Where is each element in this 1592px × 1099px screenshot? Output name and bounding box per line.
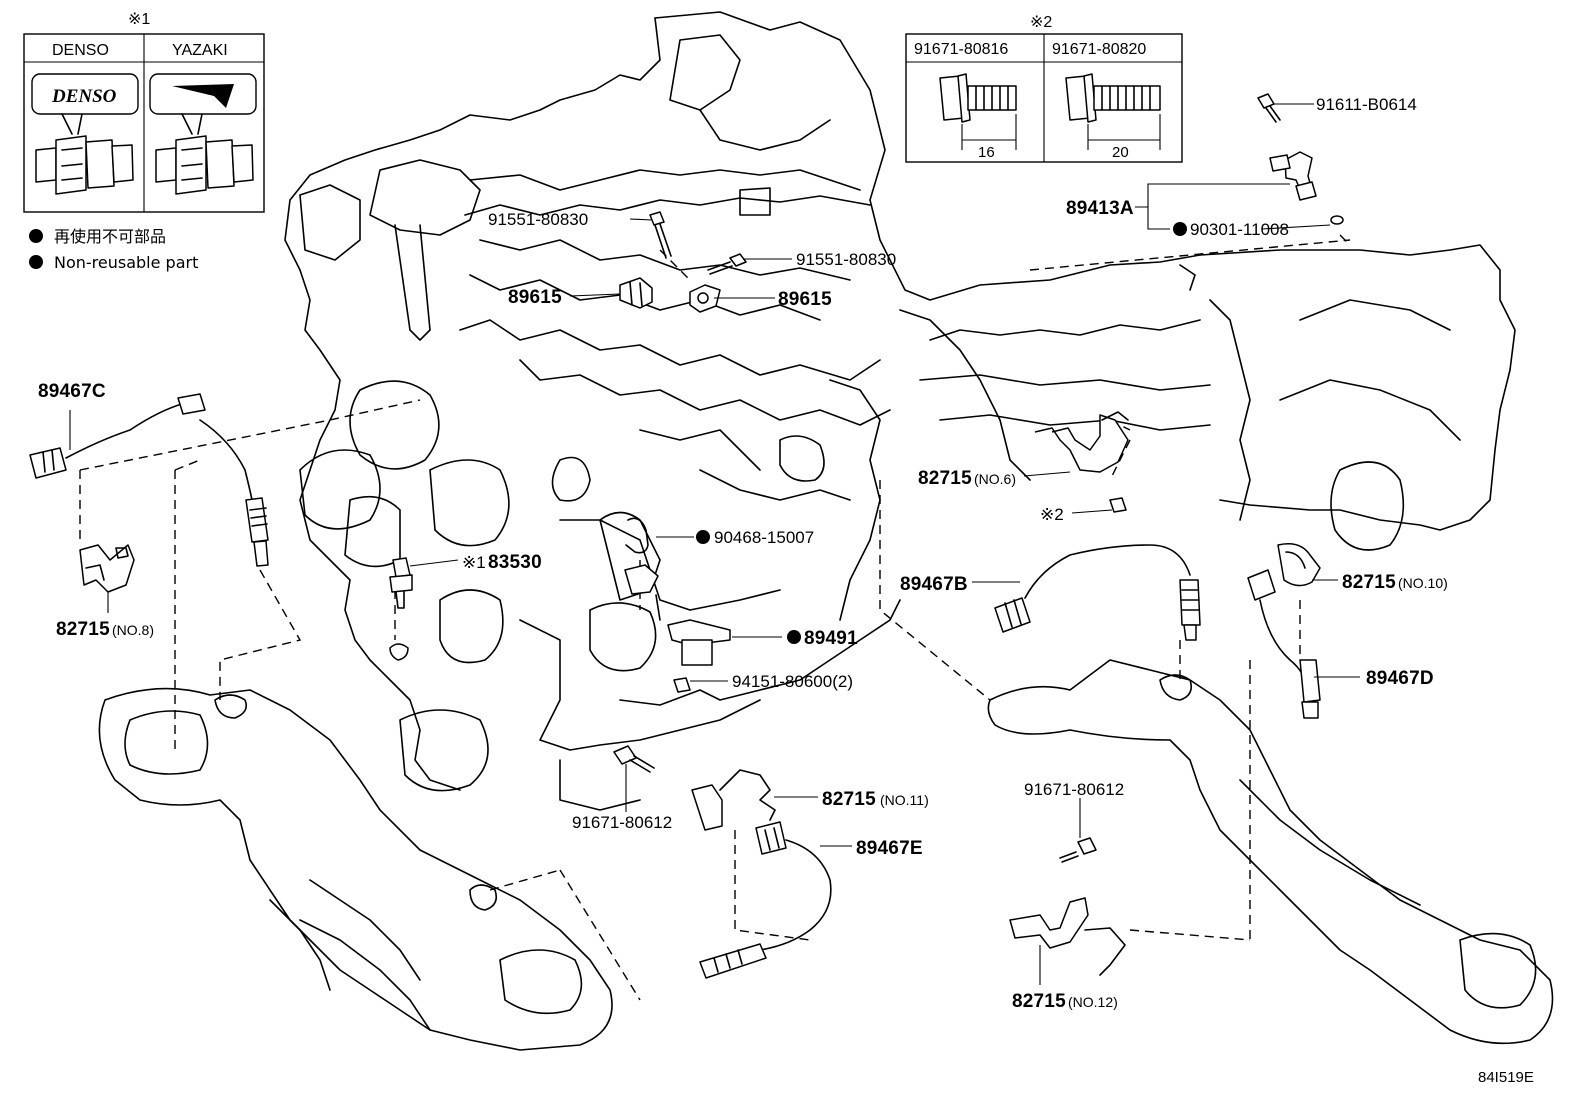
o2-sensor-89467E [699, 821, 832, 979]
callout-labels: 91611-B0614 89413A 90301-11008 91551-808… [38, 95, 1448, 1012]
callout-82715-no10: 82715 [1342, 572, 1396, 593]
bracket-82715-no11 [691, 769, 776, 831]
sensor-89615-left [619, 277, 653, 309]
bolt-91551-a [649, 211, 672, 259]
bracket-82715-no12 [1009, 897, 1126, 976]
callout-82715-no11: 82715 [822, 789, 876, 810]
callout-90301-11008: 90301-11008 [1190, 220, 1289, 239]
bolt-91671-a [613, 745, 655, 773]
legend-jp: 再使用不可部品 [54, 227, 166, 246]
engine-outline [284, 11, 1516, 811]
o2-sensor-89467C [29, 393, 269, 567]
o-ring-90301 [1330, 215, 1344, 225]
bolt-91551-b [707, 253, 747, 275]
legend: 再使用不可部品 Non-reusable part [29, 227, 198, 272]
callout-91611-B0614: 91611-B0614 [1316, 95, 1417, 114]
callout-89615-right: 89615 [778, 289, 832, 310]
inset-1-table: ※1 DENSO YAZAKI DENSO [23, 11, 265, 213]
bracket-82715-no10 [1277, 543, 1321, 587]
inset-2-table: ※2 91671-80816 91671-80820 16 20 [905, 14, 1183, 163]
callout-90468-15007: 90468-15007 [714, 528, 814, 547]
bracket-82715-no6 [1034, 411, 1129, 513]
callout-89467C: 89467C [38, 381, 106, 402]
callout-91551-80830-a: 91551-80830 [488, 210, 588, 229]
callout-82715-no10-sub: (NO.10) [1398, 575, 1448, 591]
sensor-89413A [1269, 151, 1317, 201]
denso-brand-label: DENSO [51, 86, 117, 107]
inset-2-dim-a: 16 [978, 144, 995, 161]
inset-2-dim-b: 20 [1112, 144, 1129, 161]
drawing-code: 84I519E [1478, 1069, 1534, 1086]
callout-82715-no11-sub: (NO.11) [880, 792, 929, 808]
callout-91551-80830-b: 91551-80830 [796, 250, 896, 269]
dashed-leaders [79, 234, 1351, 1001]
callout-89491: 89491 [804, 628, 858, 649]
clip-90468 [625, 517, 649, 554]
exhaust-right [987, 659, 1554, 1045]
callout-83530: 83530 [488, 552, 542, 573]
callout-89615-left: 89615 [508, 287, 562, 308]
bolt-91611 [1257, 93, 1281, 123]
callout-82715-no6: 82715 [918, 468, 972, 489]
bolt-91671-b [1059, 837, 1097, 863]
callout-91671-80612-b: 91671-80612 [1024, 780, 1124, 799]
inset-1-mark: ※1 [128, 11, 150, 28]
callout-82715-no12-sub: (NO.12) [1068, 994, 1118, 1010]
bracket-82715-no8 [79, 544, 135, 593]
callout-82715-no8: 82715 [56, 619, 110, 640]
callout-89413A: 89413A [1066, 198, 1134, 219]
callout-82715-no12: 82715 [1012, 991, 1066, 1012]
exhaust-left [98, 687, 613, 1051]
callout-89467E: 89467E [856, 838, 923, 859]
callout-82715-no8-sub: (NO.8) [112, 622, 154, 638]
callout-83530-mark: ※1 [462, 553, 486, 572]
callout-91671-80612-a: 91671-80612 [572, 813, 672, 832]
yazaki-logo [172, 84, 234, 108]
callout-ref-2: ※2 [1040, 505, 1064, 524]
inset-2-col-a: 91671-80816 [914, 41, 1008, 58]
callout-89467B: 89467B [900, 574, 968, 595]
sensor-89615-right [689, 284, 721, 313]
switch-83530 [389, 557, 413, 661]
leader-lines [69, 103, 1360, 985]
o2-sensor-89467D [1247, 569, 1321, 719]
callout-82715-no6-sub: (NO.6) [974, 471, 1016, 487]
inset-2-col-b: 91671-80820 [1052, 41, 1146, 58]
inset-2-mark: ※2 [1030, 14, 1052, 31]
inset-1-col-denso: DENSO [52, 42, 109, 59]
callout-89467D: 89467D [1366, 668, 1434, 689]
callout-94151-80600: 94151-80600(2) [732, 672, 853, 691]
sensor-89491 [624, 564, 731, 693]
legend-en: Non-reusable part [54, 253, 198, 272]
inset-1-col-yazaki: YAZAKI [172, 42, 228, 59]
o2-sensor-89467B [994, 544, 1201, 641]
